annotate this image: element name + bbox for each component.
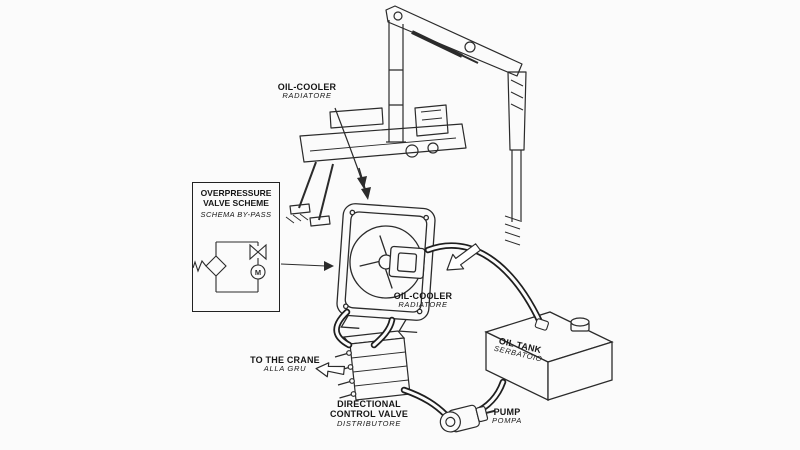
to-the-crane-label: TO THE CRANE ALLA GRU: [248, 355, 322, 374]
spring-symbol: [192, 259, 207, 273]
to-crane-arrow: [315, 362, 346, 378]
mounting-feet: [340, 315, 418, 333]
overpressure-title-line2: VALVE SCHEME: [203, 198, 269, 209]
valve-ports: [334, 352, 354, 399]
oil-tank: [484, 311, 614, 402]
overpressure-subtitle: SCHEMA BY-PASS: [200, 210, 272, 220]
motor-symbol: [250, 264, 266, 280]
oil-cooler-leader-arrow: [334, 107, 367, 189]
directional-valve-line2: CONTROL VALVE: [329, 409, 409, 420]
hose-fittings: [534, 318, 549, 331]
fan-symbol: [249, 243, 259, 261]
scheme-leader-arrow: [280, 263, 327, 267]
overpressure-valve-schematic: M: [192, 241, 334, 293]
tank-inlet-fitting: [534, 318, 549, 331]
directional-valve-line1: DIRECTIONAL: [337, 399, 401, 409]
oil-cooler-unit: [336, 203, 436, 333]
motor-letter: M: [255, 268, 261, 277]
oil-cooler-unit-subtitle: RADIATORE: [398, 300, 448, 310]
pump-title: PUMP: [493, 407, 521, 417]
hose-cooler-to-tank: [424, 242, 545, 328]
crane-illustration: [285, 5, 527, 246]
oil-cooler-crane-subtitle: RADIATORE: [282, 91, 332, 101]
oil-cooler-crane-label: OIL-COOLER RADIATORE: [268, 82, 346, 101]
bypass-check-valve-symbol: [205, 255, 227, 277]
oil-cooler-crane-title: OIL-COOLER: [277, 82, 337, 92]
oil-cooler-unit-label: OIL-COOLER RADIATORE: [386, 291, 460, 310]
pump-subtitle: POMPA: [491, 416, 523, 426]
oil-cooler-unit-title: OIL-COOLER: [393, 291, 453, 301]
directional-valve-label: DIRECTIONAL CONTROL VALVE DISTRIBUTORE: [326, 399, 412, 428]
fan-motor: [388, 245, 426, 280]
flow-arrows: [315, 243, 481, 378]
pump-label: PUMP POMPA: [484, 407, 530, 426]
to-the-crane-subtitle: ALLA GRU: [263, 364, 307, 374]
overpressure-title-line1: OVERPRESSURE: [200, 188, 272, 198]
pump: [439, 404, 496, 433]
directional-valve-subtitle: DISTRIBUTORE: [336, 418, 402, 428]
to-the-crane-title: TO THE CRANE: [250, 355, 320, 365]
overpressure-valve-scheme-box: OVERPRESSURE VALVE SCHEME SCHEMA BY-PASS: [192, 182, 280, 312]
flow-direction-arrow: [446, 243, 481, 271]
